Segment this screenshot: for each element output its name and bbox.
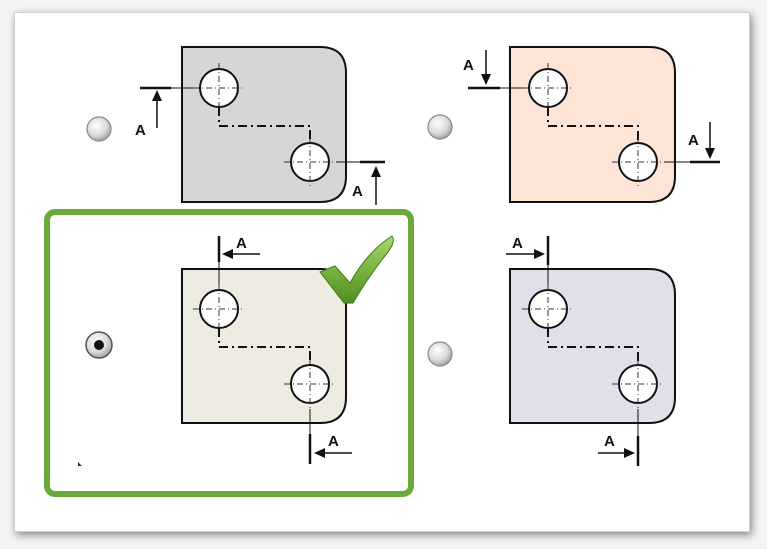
dimension-label: A xyxy=(463,57,474,74)
dimension-label: A xyxy=(352,183,363,200)
dimension-bottom-option-4: A xyxy=(598,409,640,466)
hole-1-option-1 xyxy=(193,63,245,113)
radio-button-option-3[interactable] xyxy=(85,331,113,359)
radio-button-option-4[interactable] xyxy=(427,341,453,367)
centerline-path-option-3 xyxy=(218,328,311,365)
dimension-label: A xyxy=(688,132,699,149)
centerline-path-option-4 xyxy=(547,328,639,365)
dimension-top-option-4: A xyxy=(506,235,550,284)
radio-button-option-1[interactable] xyxy=(86,116,112,142)
dimension-top-option-2: A xyxy=(463,50,522,90)
option-2[interactable]: A A xyxy=(427,46,720,203)
hole-2-option-4 xyxy=(612,359,664,409)
dimension-top-option-3: A xyxy=(217,235,260,284)
hole-2-option-1 xyxy=(284,137,336,187)
radio-button-option-2[interactable] xyxy=(427,114,453,140)
centerline-path-option-2 xyxy=(547,107,639,143)
dimension-label: A xyxy=(604,433,615,450)
dimension-top-option-1: A xyxy=(135,86,193,139)
dimension-label: A xyxy=(236,235,247,252)
option-4[interactable]: A A xyxy=(427,235,676,466)
plate-option-1 xyxy=(181,46,347,203)
stray-mark xyxy=(78,462,82,466)
dimension-bottom-option-1: A xyxy=(336,160,385,205)
dimension-bottom-option-2: A xyxy=(664,122,720,164)
centerline-path-option-1 xyxy=(218,107,311,143)
hole-2-option-2 xyxy=(612,137,664,187)
dimension-label: A xyxy=(328,433,339,450)
dimension-label: A xyxy=(512,235,523,252)
plate-option-2 xyxy=(509,46,676,203)
option-3[interactable]: A A xyxy=(44,209,414,497)
dimension-label: A xyxy=(135,122,146,139)
dimension-bottom-option-3: A xyxy=(308,409,352,464)
option-1[interactable]: A A xyxy=(86,46,385,205)
hole-1-option-4 xyxy=(522,284,574,334)
checkmark-icon xyxy=(319,235,394,304)
